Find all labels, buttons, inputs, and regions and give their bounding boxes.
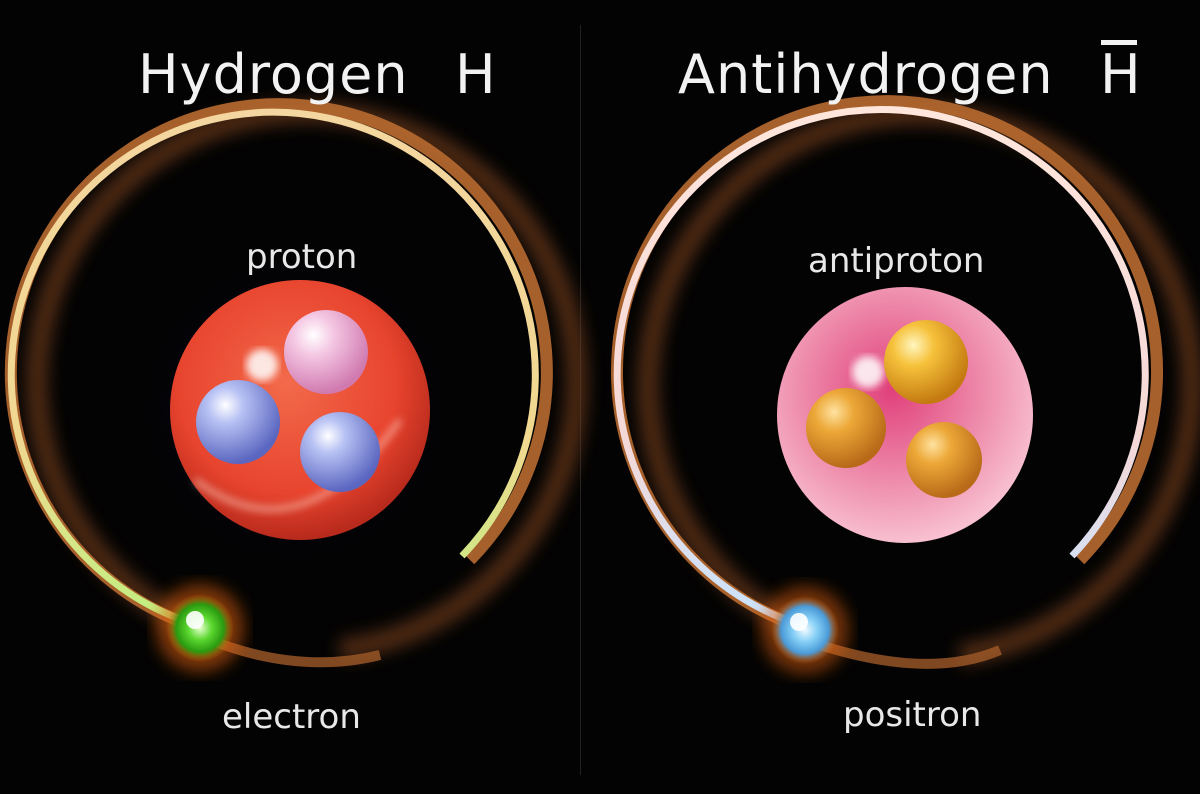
antihydrogen-symbol: H — [1100, 43, 1141, 106]
hydrogen-title: Hydrogen — [138, 43, 409, 106]
proton-label: proton — [246, 237, 358, 277]
electron-label: electron — [222, 697, 361, 737]
antiquark-orange — [806, 388, 886, 468]
antiproton-label: antiproton — [808, 241, 985, 281]
orbit-ring-highlight — [7, 108, 539, 626]
antihydrogen-symbol-overbar — [1101, 40, 1137, 45]
orbit-tail — [818, 640, 1002, 669]
electron-sphere — [166, 594, 234, 662]
quark-blue — [300, 412, 380, 492]
antiquark-gold — [884, 320, 968, 404]
antihydrogen-title: Antihydrogen — [678, 43, 1054, 106]
positron-highlight — [790, 613, 808, 631]
quark-blue — [196, 380, 280, 464]
hydrogen-atom — [4, 98, 588, 672]
hydrogen-symbol: H — [455, 43, 496, 106]
quark-pink — [284, 310, 368, 394]
electron-highlight — [186, 611, 204, 629]
positron-label: positron — [843, 695, 982, 735]
proton-highlight — [246, 349, 278, 381]
orbit-ring-highlight — [613, 106, 1149, 626]
antihydrogen-atom — [611, 95, 1200, 674]
antiproton-highlight — [852, 356, 884, 388]
antiquark-orange — [906, 422, 982, 498]
positron-sphere — [771, 596, 839, 664]
